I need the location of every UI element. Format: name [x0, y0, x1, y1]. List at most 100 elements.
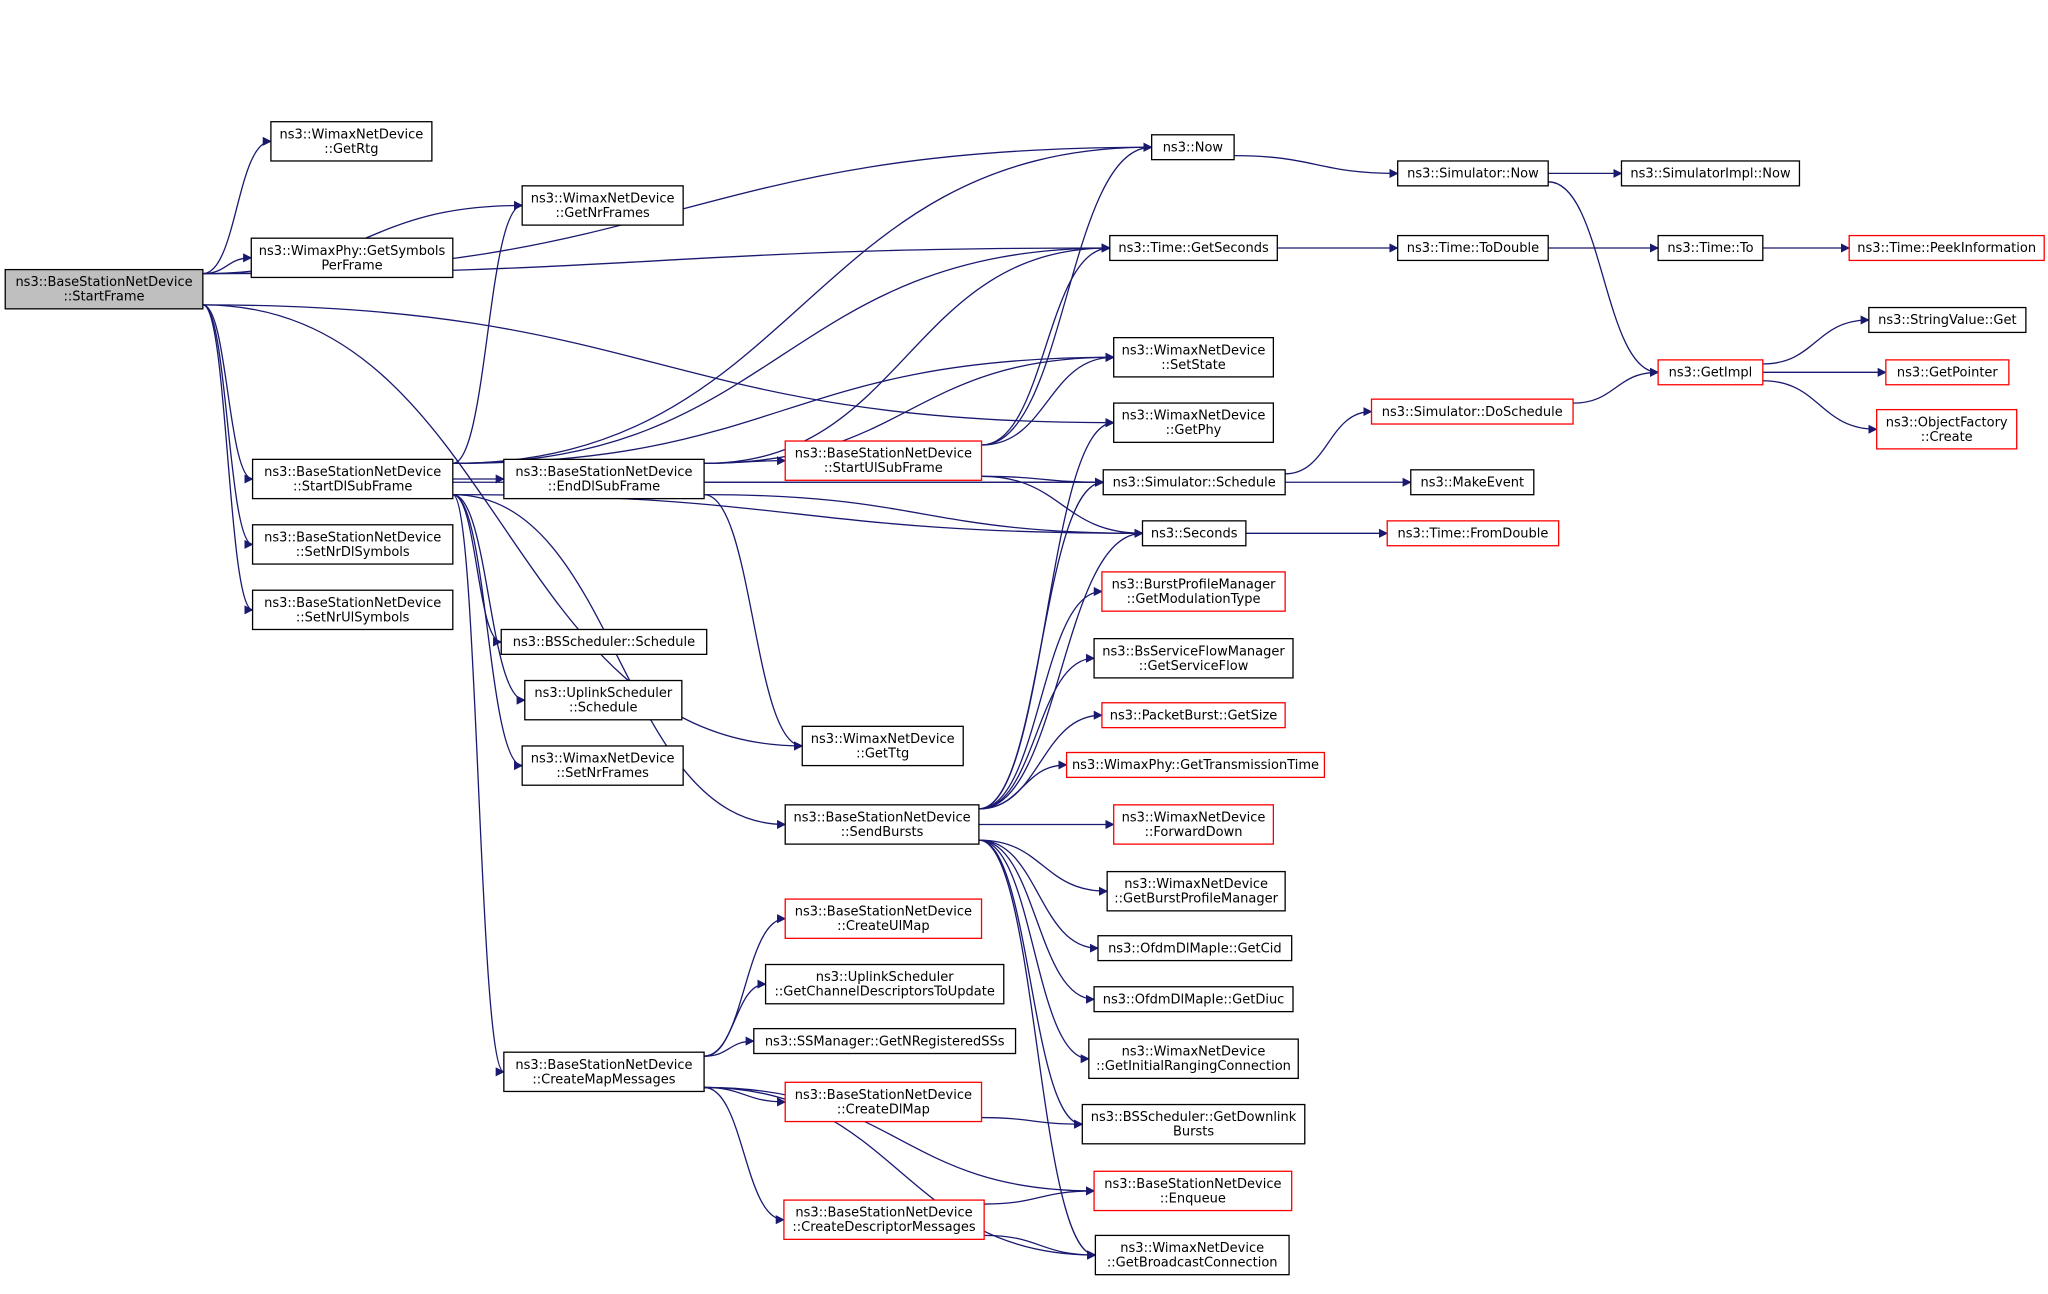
edge-startdlsubframe-to-getseconds — [452, 243, 1111, 465]
node-label: ::Enqueue — [1160, 1191, 1226, 1206]
node-label: ::GetPhy — [1166, 423, 1222, 438]
node-getserviceflow[interactable]: ns3::BsServiceFlowManager::GetServiceFlo… — [1093, 637, 1294, 679]
node-seconds[interactable]: ns3::Seconds — [1141, 520, 1247, 547]
node-label: ::GetRtg — [324, 142, 378, 157]
node-timeto[interactable]: ns3::Time::To — [1657, 234, 1764, 262]
node-bsschedule[interactable]: ns3::BSScheduler::Schedule — [500, 628, 708, 655]
node-getimpl[interactable]: ns3::GetImpl — [1657, 359, 1764, 386]
node-label: ns3::BaseStationNetDevice — [15, 275, 192, 290]
node-simimplnow[interactable]: ns3::SimulatorImpl::Now — [1620, 160, 1801, 187]
node-label: ::GetBroadcastConnection — [1107, 1256, 1278, 1271]
node-setnrdlsymbols[interactable]: ns3::BaseStationNetDevice::SetNrDlSymbol… — [251, 524, 454, 565]
edge-createmapmessages-to-getbroadcast — [704, 1086, 1097, 1260]
node-label: ::CreateUlMap — [837, 919, 930, 934]
node-stringvalueget[interactable]: ns3::StringValue::Get — [1868, 306, 2027, 334]
node-pbgetsize[interactable]: ns3::PacketBurst::GetSize — [1101, 702, 1286, 729]
node-box — [1113, 402, 1275, 443]
node-setnrulsymbols[interactable]: ns3::BaseStationNetDevice::SetNrUlSymbol… — [251, 589, 454, 631]
node-label: ::ForwardDown — [1145, 825, 1243, 840]
node-label: ns3::StringValue::Get — [1878, 313, 2016, 328]
edge-startframe-to-getrtg — [202, 136, 272, 275]
node-box — [251, 589, 454, 631]
node-createdescmsgs[interactable]: ns3::BaseStationNetDevice::CreateDescrip… — [783, 1199, 985, 1240]
node-label: ns3::Time::ToDouble — [1407, 241, 1539, 256]
node-simnow[interactable]: ns3::Simulator::Now — [1397, 160, 1549, 187]
node-label: ::SetNrFrames — [556, 766, 649, 781]
node-box — [784, 898, 983, 939]
node-createmapmessages[interactable]: ns3::BaseStationNetDevice::CreateMapMess… — [503, 1051, 705, 1093]
edge-createmapmessages-to-getchanneldesc — [704, 979, 767, 1057]
edge-sendbursts-to-getmodtype — [978, 587, 1103, 810]
node-label: ::GetChannelDescriptorsToUpdate — [774, 985, 994, 1000]
node-fromdouble[interactable]: ns3::Time::FromDouble — [1386, 520, 1560, 547]
node-label: ns3::BaseStationNetDevice — [795, 447, 972, 462]
node-label: ::GetBurstProfileManager — [1114, 892, 1278, 907]
node-peekinfo[interactable]: ns3::Time::PeekInformation — [1848, 234, 2045, 262]
node-simschedule[interactable]: ns3::Simulator::Schedule — [1102, 469, 1286, 496]
node-box — [1093, 986, 1294, 1013]
edge-sendbursts-to-getcid — [978, 839, 1099, 953]
node-getphy[interactable]: ns3::WimaxNetDevice::GetPhy — [1113, 402, 1275, 443]
node-box — [1657, 234, 1764, 262]
node-label: ::Schedule — [569, 701, 638, 716]
node-startulsubframe[interactable]: ns3::BaseStationNetDevice::StartUlSubFra… — [784, 440, 983, 481]
node-doschedule[interactable]: ns3::Simulator::DoSchedule — [1370, 398, 1574, 425]
node-getchanneldesc[interactable]: ns3::UplinkScheduler::GetChannelDescript… — [764, 963, 1005, 1005]
node-label: ::GetModulationType — [1127, 592, 1261, 607]
node-createdlmap[interactable]: ns3::BaseStationNetDevice::CreateDlMap — [784, 1081, 983, 1123]
node-label: ::GetNrFrames — [556, 206, 651, 221]
node-getnregistered[interactable]: ns3::SSManager::GetNRegisteredSSs — [753, 1027, 1017, 1055]
node-getinitranging[interactable]: ns3::WimaxNetDevice::GetInitialRangingCo… — [1088, 1038, 1299, 1080]
node-forwarddown[interactable]: ns3::WimaxNetDevice::ForwardDown — [1113, 804, 1275, 845]
node-box — [1109, 234, 1278, 262]
edge-sendbursts-to-seconds — [978, 528, 1144, 810]
node-createulmap[interactable]: ns3::BaseStationNetDevice::CreateUlMap — [784, 898, 983, 939]
node-label: ns3::OfdmDlMapIe::GetDiuc — [1103, 992, 1285, 1007]
node-label: ::EndDlSubFrame — [548, 479, 660, 494]
node-getseconds[interactable]: ns3::Time::GetSeconds — [1109, 234, 1278, 262]
node-label: ::SetNrDlSymbols — [296, 545, 410, 560]
edge-startframe-to-getphy — [202, 304, 1115, 428]
node-enqueue[interactable]: ns3::BaseStationNetDevice::Enqueue — [1093, 1170, 1293, 1212]
node-getmodtype[interactable]: ns3::BurstProfileManager::GetModulationT… — [1101, 571, 1286, 612]
node-sendbursts[interactable]: ns3::BaseStationNetDevice::SendBursts — [784, 804, 980, 845]
node-getbpm[interactable]: ns3::WimaxNetDevice::GetBurstProfileMana… — [1106, 870, 1286, 912]
node-gettxtime[interactable]: ns3::WimaxPhy::GetTransmissionTime — [1065, 751, 1326, 779]
node-getttg[interactable]: ns3::WimaxNetDevice::GetTtg — [801, 725, 964, 767]
node-setstate[interactable]: ns3::WimaxNetDevice::SetState — [1113, 336, 1275, 378]
edge-startframe-to-startdlsubframe — [202, 304, 254, 484]
node-getnrframes[interactable]: ns3::WimaxNetDevice::GetNrFrames — [521, 185, 684, 226]
node-label: ns3::WimaxPhy::GetSymbols — [259, 244, 446, 259]
node-box — [1113, 336, 1275, 378]
node-startdlsubframe[interactable]: ns3::BaseStationNetDevice::StartDlSubFra… — [251, 458, 454, 500]
node-getpointer[interactable]: ns3::GetPointer — [1885, 359, 2010, 386]
node-getbroadcast[interactable]: ns3::WimaxNetDevice::GetBroadcastConnect… — [1094, 1234, 1290, 1276]
node-ulschedule[interactable]: ns3::UplinkScheduler::Schedule — [524, 679, 683, 721]
edge-createdlmap-to-getdownlinkbursts — [981, 1116, 1084, 1129]
node-getcid[interactable]: ns3::OfdmDlMapIe::GetCid — [1097, 935, 1293, 962]
node-todouble[interactable]: ns3::Time::ToDouble — [1397, 234, 1549, 262]
node-makeevent[interactable]: ns3::MakeEvent — [1410, 469, 1535, 496]
node-enddlsubframe[interactable]: ns3::BaseStationNetDevice::EndDlSubFrame — [503, 458, 705, 500]
node-label: ns3::UplinkScheduler — [534, 686, 673, 701]
node-now[interactable]: ns3::Now — [1151, 134, 1235, 161]
node-box — [1868, 306, 2027, 334]
node-objfactorycreate[interactable]: ns3::ObjectFactory::Create — [1876, 408, 2018, 450]
node-getrtg[interactable]: ns3::WimaxNetDevice::GetRtg — [270, 121, 433, 162]
node-label: ns3::Time::To — [1667, 241, 1753, 256]
node-getdiuc[interactable]: ns3::OfdmDlMapIe::GetDiuc — [1093, 986, 1294, 1013]
node-label: ns3::Time::FromDouble — [1397, 527, 1548, 542]
node-startframe[interactable]: ns3::BaseStationNetDevice::StartFrame — [4, 268, 204, 310]
node-setnrframes[interactable]: ns3::WimaxNetDevice::SetNrFrames — [521, 745, 684, 786]
edge-startdlsubframe-to-getnrframes — [452, 200, 524, 465]
edge-simnow-to-getimpl — [1548, 181, 1660, 377]
node-box — [784, 440, 983, 481]
node-label: ns3::Seconds — [1151, 527, 1238, 542]
node-box — [1065, 751, 1326, 779]
node-label: ns3::PacketBurst::GetSize — [1110, 708, 1278, 723]
node-box — [500, 628, 708, 655]
node-label: ::GetServiceFlow — [1139, 659, 1249, 674]
